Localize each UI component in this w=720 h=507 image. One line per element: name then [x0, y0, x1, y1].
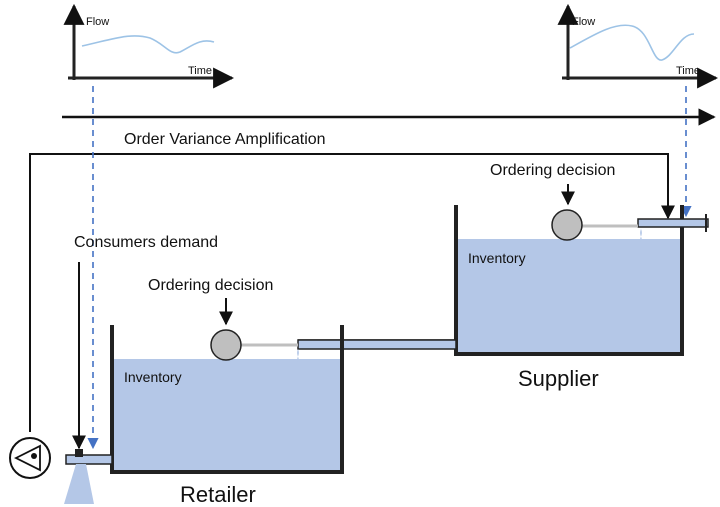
outlet-valve-icon	[75, 449, 83, 457]
retailer-ordering-label: Ordering decision	[148, 277, 273, 294]
water-drop-icon	[297, 349, 299, 362]
supplier-inlet-pipe	[637, 218, 709, 228]
valve-knob-icon	[210, 329, 242, 361]
supplier-ordering-label: Ordering decision	[490, 162, 615, 179]
demand-curve	[81, 35, 215, 54]
retailer-tank-walls	[110, 325, 344, 474]
valve-knob-icon	[551, 209, 583, 241]
supplier-orders-chart: Flow Time	[557, 3, 719, 89]
consumers-demand-label: Consumers demand	[74, 234, 218, 251]
retailer-label: Retailer	[180, 482, 256, 507]
amplification-label: Order Variance Amplification	[124, 131, 326, 148]
supplier-label: Supplier	[518, 366, 599, 391]
connector-pipe	[297, 339, 457, 350]
feedback-loop-arrow	[29, 153, 675, 432]
chart-x-label: Time	[676, 65, 700, 77]
orders-curve	[569, 24, 695, 61]
observer-eye-icon	[9, 437, 51, 479]
retailer-inventory-fill	[112, 359, 340, 471]
chart-y-label: Flow	[572, 16, 595, 28]
supplier-inventory-label: Inventory	[468, 250, 526, 266]
chart-y-label: Flow	[86, 16, 109, 28]
outflow-spray	[64, 464, 94, 504]
retailer-inventory-label: Inventory	[124, 369, 182, 385]
supplier-inventory-fill	[456, 239, 680, 353]
consumer-demand-chart: Flow Time	[63, 3, 235, 89]
retailer-outlet-pipe	[65, 454, 113, 465]
retailer-tank: Inventory Retailer Ordering decision	[64, 277, 344, 507]
water-drop-icon	[640, 229, 642, 242]
supplier-tank: Inventory Supplier Ordering decision	[454, 162, 709, 391]
supplier-tank-walls	[454, 205, 684, 356]
chart-x-label: Time	[188, 65, 212, 77]
